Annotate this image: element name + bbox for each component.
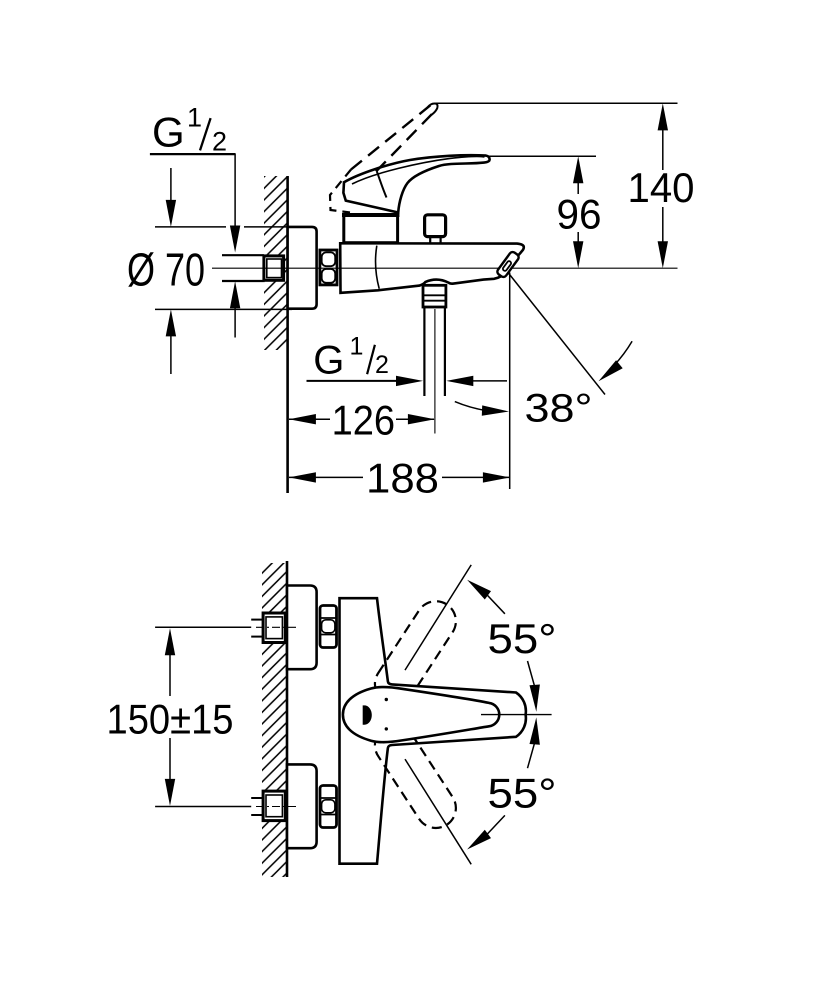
svg-text:188: 188 bbox=[366, 455, 439, 502]
svg-text:126: 126 bbox=[332, 397, 396, 444]
svg-text:1: 1 bbox=[350, 332, 364, 360]
svg-text:150±15: 150±15 bbox=[107, 696, 234, 743]
svg-text:Ø 70: Ø 70 bbox=[127, 243, 205, 295]
svg-text:1: 1 bbox=[187, 103, 202, 133]
svg-text:96: 96 bbox=[557, 191, 602, 238]
svg-text:2: 2 bbox=[375, 351, 389, 379]
svg-text:55°: 55° bbox=[488, 615, 557, 662]
svg-text:140: 140 bbox=[628, 164, 695, 211]
svg-text:G: G bbox=[152, 108, 185, 155]
svg-text:55°: 55° bbox=[488, 769, 557, 816]
svg-text:G: G bbox=[313, 339, 344, 383]
svg-text:2: 2 bbox=[212, 126, 227, 156]
svg-text:38°: 38° bbox=[525, 387, 593, 431]
